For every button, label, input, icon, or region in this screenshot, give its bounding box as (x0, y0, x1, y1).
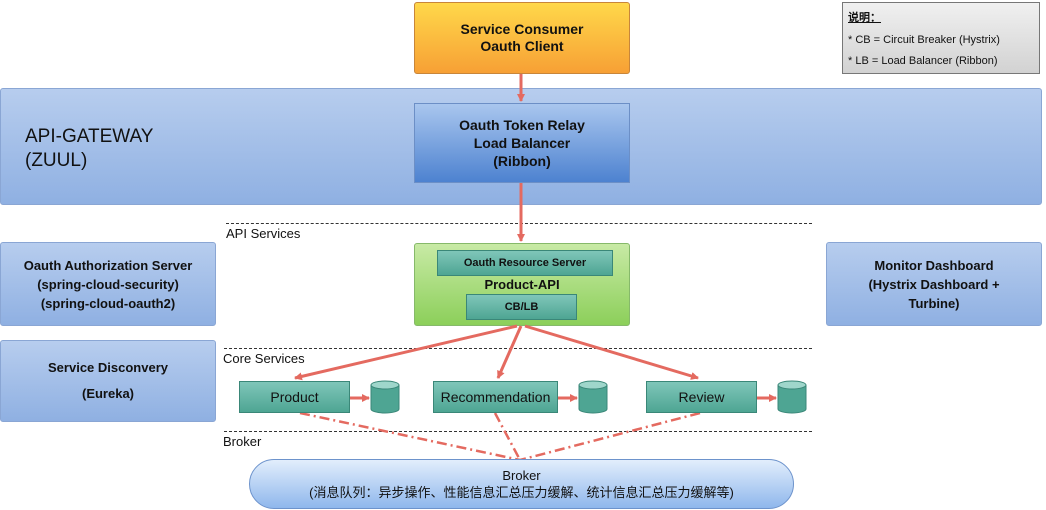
auth-line1: Oauth Authorization Server (23, 257, 193, 273)
service-discovery-box[interactable]: Service Disconvery (Eureka) (0, 340, 216, 422)
review-database-icon (777, 380, 807, 414)
gateway-line2: (ZUUL) (25, 150, 88, 171)
oauth-resource-server[interactable]: Oauth Resource Server (437, 250, 613, 276)
consumer-line2: Oauth Client (480, 38, 564, 54)
relay-line1: Oauth Token Relay (459, 117, 585, 133)
monitor-line2: (Hystrix Dashboard + (868, 276, 1000, 292)
monitor-line3: Turbine) (908, 295, 960, 311)
consumer-line1: Service Consumer (460, 21, 584, 37)
auth-line2: (spring-cloud-security) (37, 276, 179, 292)
relay-line2: Load Balancer (473, 135, 571, 151)
broker-divider (224, 431, 812, 432)
product-to-broker-link (299, 411, 521, 462)
recommendation-service-label: Recommendation (440, 389, 551, 405)
product-database-icon (370, 380, 400, 414)
auth-line3: (spring-cloud-oauth2) (40, 295, 176, 311)
resource-server-label: Oauth Resource Server (463, 257, 587, 269)
legend-box: 说明： * CB = Circuit Breaker (Hystrix) * L… (842, 2, 1040, 74)
recommendation-to-broker-link (493, 412, 522, 461)
api-gateway-label: API-GATEWAY (ZUUL) (25, 125, 153, 173)
token-relay-box[interactable]: Oauth Token Relay Load Balancer (Ribbon) (414, 103, 630, 183)
api-to-recommendation-arrow (496, 325, 523, 379)
api-services-divider (226, 223, 812, 224)
api-services-label: API Services (226, 226, 301, 241)
relay-line3: (Ribbon) (493, 153, 551, 169)
broker-section-label: Broker (223, 434, 262, 449)
product-service-label: Product (270, 389, 319, 405)
monitor-line1: Monitor Dashboard (874, 257, 994, 273)
recommendation-service-box[interactable]: Recommendation (433, 381, 558, 413)
api-to-product-arrow (294, 324, 518, 381)
review-service-box[interactable]: Review (646, 381, 757, 413)
gateway-line1: API-GATEWAY (25, 126, 154, 147)
legend-lb: * LB = Load Balancer (Ribbon) (848, 55, 998, 67)
monitor-dashboard-box[interactable]: Monitor Dashboard (Hystrix Dashboard + T… (826, 242, 1042, 326)
broker-title: Broker (502, 468, 541, 483)
broker-description: (消息队列：异步操作、性能信息汇总压力缓解、统计信息汇总压力缓解等) (309, 485, 734, 500)
product-service-box[interactable]: Product (239, 381, 350, 413)
core-services-label: Core Services (223, 351, 305, 366)
discovery-line1: Service Disconvery (48, 360, 168, 375)
core-services-divider (224, 348, 812, 349)
service-consumer-box[interactable]: Service Consumer Oauth Client (414, 2, 630, 74)
review-to-broker-link (519, 411, 701, 462)
api-to-review-arrow (524, 324, 699, 380)
legend-title: 说明： (848, 12, 881, 24)
recommendation-database-icon (578, 380, 608, 414)
product-api-title: Product-API (484, 277, 560, 292)
review-service-label: Review (678, 389, 725, 405)
broker-box[interactable]: Broker (消息队列：异步操作、性能信息汇总压力缓解、统计信息汇总压力缓解等… (249, 459, 794, 509)
cblb-label: CB/LB (504, 301, 539, 313)
product-api-box[interactable]: Oauth Resource Server Product-API CB/LB (414, 243, 630, 326)
auth-server-box[interactable]: Oauth Authorization Server (spring-cloud… (0, 242, 216, 326)
legend-cb: * CB = Circuit Breaker (Hystrix) (848, 34, 1000, 46)
discovery-line2: (Eureka) (81, 386, 135, 401)
cb-lb-box[interactable]: CB/LB (466, 294, 577, 320)
